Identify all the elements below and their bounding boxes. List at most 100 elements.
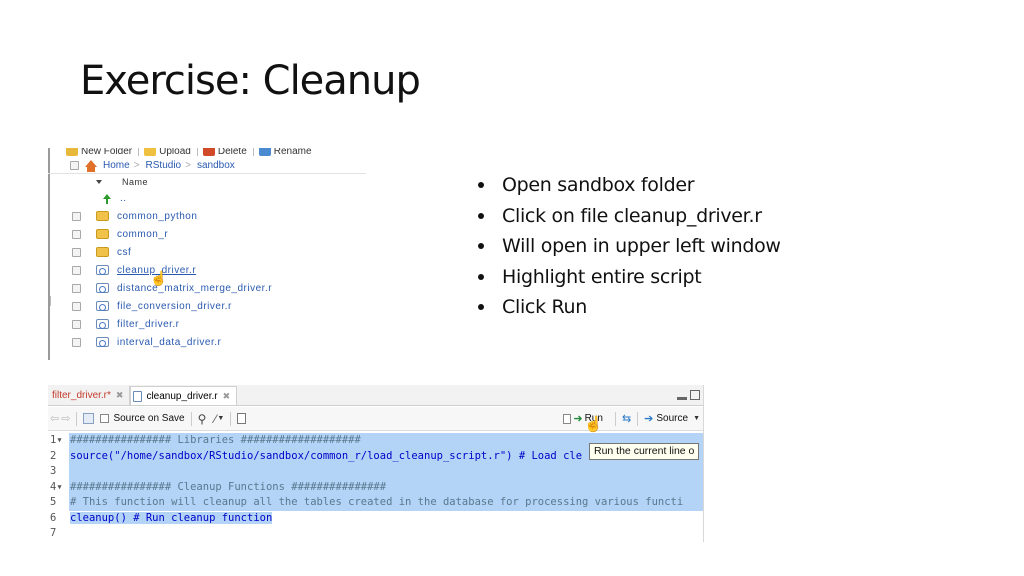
r-file-icon xyxy=(96,265,109,275)
list-item: Will open in upper left window xyxy=(478,231,781,262)
minimize-icon[interactable] xyxy=(677,390,687,400)
file-name[interactable]: file_conversion_driver.r xyxy=(117,300,232,312)
back-arrow-icon[interactable]: ⇦ xyxy=(50,413,60,425)
row-checkbox[interactable] xyxy=(72,301,81,311)
toolbar-divider xyxy=(138,148,140,156)
panel-edge xyxy=(48,148,50,360)
compile-report-icon[interactable] xyxy=(237,413,247,424)
close-icon[interactable]: ✖ xyxy=(222,390,231,401)
new-folder-button[interactable]: New Folder xyxy=(52,148,132,157)
parent-directory-row[interactable]: .. xyxy=(48,190,366,207)
list-item[interactable]: interval_data_driver.r xyxy=(48,333,366,351)
bullet-icon xyxy=(478,304,484,311)
code-tools-icon[interactable]: ⁄ xyxy=(214,411,217,426)
list-item: Click Run xyxy=(478,292,781,323)
r-file-icon xyxy=(96,319,109,329)
file-name[interactable]: interval_data_driver.r xyxy=(117,336,222,348)
list-item: Open sandbox folder xyxy=(478,170,781,201)
chevron-down-icon[interactable]: ▼ xyxy=(217,415,225,422)
code-line[interactable]: 4▾ ################ Cleanup Functions ##… xyxy=(48,479,703,495)
r-file-icon xyxy=(96,337,109,347)
close-icon[interactable]: ✖ xyxy=(115,390,124,400)
source-on-save-checkbox[interactable] xyxy=(100,414,110,423)
list-item[interactable]: filter_driver.r xyxy=(48,315,366,333)
row-checkbox[interactable] xyxy=(72,247,81,257)
row-checkbox[interactable] xyxy=(72,319,81,329)
upload-icon xyxy=(144,148,157,156)
code-line[interactable]: 5 # This function will cleanup all the t… xyxy=(48,495,703,511)
run-doc-icon xyxy=(563,413,572,424)
source-on-save-label[interactable]: Source on Save xyxy=(113,413,185,424)
code-line[interactable]: 2 source("/home/sandbox/RStudio/sandbox/… xyxy=(48,448,703,464)
breadcrumb-sandbox[interactable]: sandbox xyxy=(196,160,235,171)
maximize-icon[interactable] xyxy=(690,390,700,400)
breadcrumb-separator: > xyxy=(185,160,191,171)
list-item: Click on file cleanup_driver.r xyxy=(478,201,781,232)
file-name[interactable]: cleanup_driver.r xyxy=(117,264,197,276)
folder-icon xyxy=(96,211,109,221)
source-button[interactable]: ➔ Source ▼ xyxy=(644,413,700,425)
name-column-header[interactable]: Name xyxy=(122,177,149,187)
rename-button[interactable]: Rename xyxy=(256,148,312,157)
rename-icon xyxy=(258,148,271,156)
list-item[interactable]: common_r xyxy=(48,225,366,243)
toolbar-divider xyxy=(614,411,616,426)
delete-button[interactable]: Delete xyxy=(200,148,247,157)
file-name[interactable]: common_python xyxy=(117,210,198,222)
file-name[interactable]: common_r xyxy=(117,228,169,240)
upload-button[interactable]: Upload xyxy=(141,148,191,157)
code-line[interactable]: 3 xyxy=(48,464,703,480)
r-file-icon xyxy=(133,390,143,402)
breadcrumb: Home > RStudio > sandbox xyxy=(48,158,366,174)
breadcrumb-rstudio[interactable]: RStudio xyxy=(145,160,182,171)
run-arrow-icon: ➜ xyxy=(573,413,583,425)
list-item[interactable]: csf xyxy=(48,243,366,261)
code-editor[interactable]: 1▾ ################ Libraries ##########… xyxy=(48,433,703,542)
panel-edge-tick xyxy=(50,296,51,306)
list-item[interactable]: cleanup_driver.r xyxy=(48,261,366,279)
breadcrumb-home[interactable]: Home xyxy=(103,160,130,171)
row-checkbox[interactable] xyxy=(72,337,81,347)
file-name[interactable]: distance_matrix_merge_driver.r xyxy=(117,282,273,294)
column-header: Name xyxy=(48,175,366,189)
save-icon[interactable] xyxy=(83,413,95,424)
row-checkbox[interactable] xyxy=(72,283,81,293)
row-checkbox[interactable] xyxy=(72,265,81,275)
pane-controls xyxy=(677,390,700,400)
folder-icon xyxy=(96,247,109,257)
breadcrumb-separator: > xyxy=(133,160,140,171)
slide-title: Exercise: Cleanup xyxy=(80,58,421,104)
list-item[interactable]: distance_matrix_merge_driver.r xyxy=(48,279,366,297)
list-item[interactable]: file_conversion_driver.r xyxy=(48,297,366,315)
files-toolbar: New Folder Upload Delete Rename xyxy=(52,148,366,158)
folder-icon xyxy=(96,229,109,239)
hand-cursor-icon: ☝ xyxy=(150,270,168,286)
toolbar-divider xyxy=(230,411,232,426)
run-button[interactable]: ➜ Run xyxy=(563,412,603,425)
code-line[interactable]: 6 cleanup() # Run cleanup function xyxy=(48,510,703,526)
tab-filter-driver[interactable]: filter_driver.r* ✖ xyxy=(48,386,131,405)
toolbar-divider xyxy=(196,148,198,156)
search-icon[interactable]: ⚲ xyxy=(197,411,207,426)
list-item: Highlight entire script xyxy=(478,262,781,293)
list-item[interactable]: common_python xyxy=(48,207,366,225)
editor-screenshot: filter_driver.r* ✖ cleanup_driver.r ✖ ⇦ … xyxy=(48,385,704,542)
editor-tab-bar: filter_driver.r* ✖ cleanup_driver.r ✖ xyxy=(48,385,703,406)
select-all-checkbox[interactable] xyxy=(70,161,79,170)
code-line[interactable]: 7 xyxy=(48,526,703,542)
tab-cleanup-driver[interactable]: cleanup_driver.r ✖ xyxy=(130,386,238,405)
sort-arrow-icon[interactable] xyxy=(96,180,102,184)
bullet-icon xyxy=(478,243,484,250)
row-checkbox[interactable] xyxy=(72,229,81,239)
source-arrow-icon: ➔ xyxy=(644,413,654,425)
file-name[interactable]: csf xyxy=(117,246,132,258)
file-list: .. common_python common_r csf cleanup_dr… xyxy=(48,190,366,351)
chevron-down-icon[interactable]: ▼ xyxy=(693,415,700,422)
rerun-icon[interactable]: ⇆ xyxy=(621,413,632,425)
code-line[interactable]: 1▾ ################ Libraries ##########… xyxy=(48,433,703,449)
r-file-icon xyxy=(96,283,109,293)
file-name[interactable]: filter_driver.r xyxy=(117,318,180,330)
forward-arrow-icon[interactable]: ⇨ xyxy=(61,413,71,425)
home-icon[interactable] xyxy=(85,160,97,172)
row-checkbox[interactable] xyxy=(72,211,81,221)
